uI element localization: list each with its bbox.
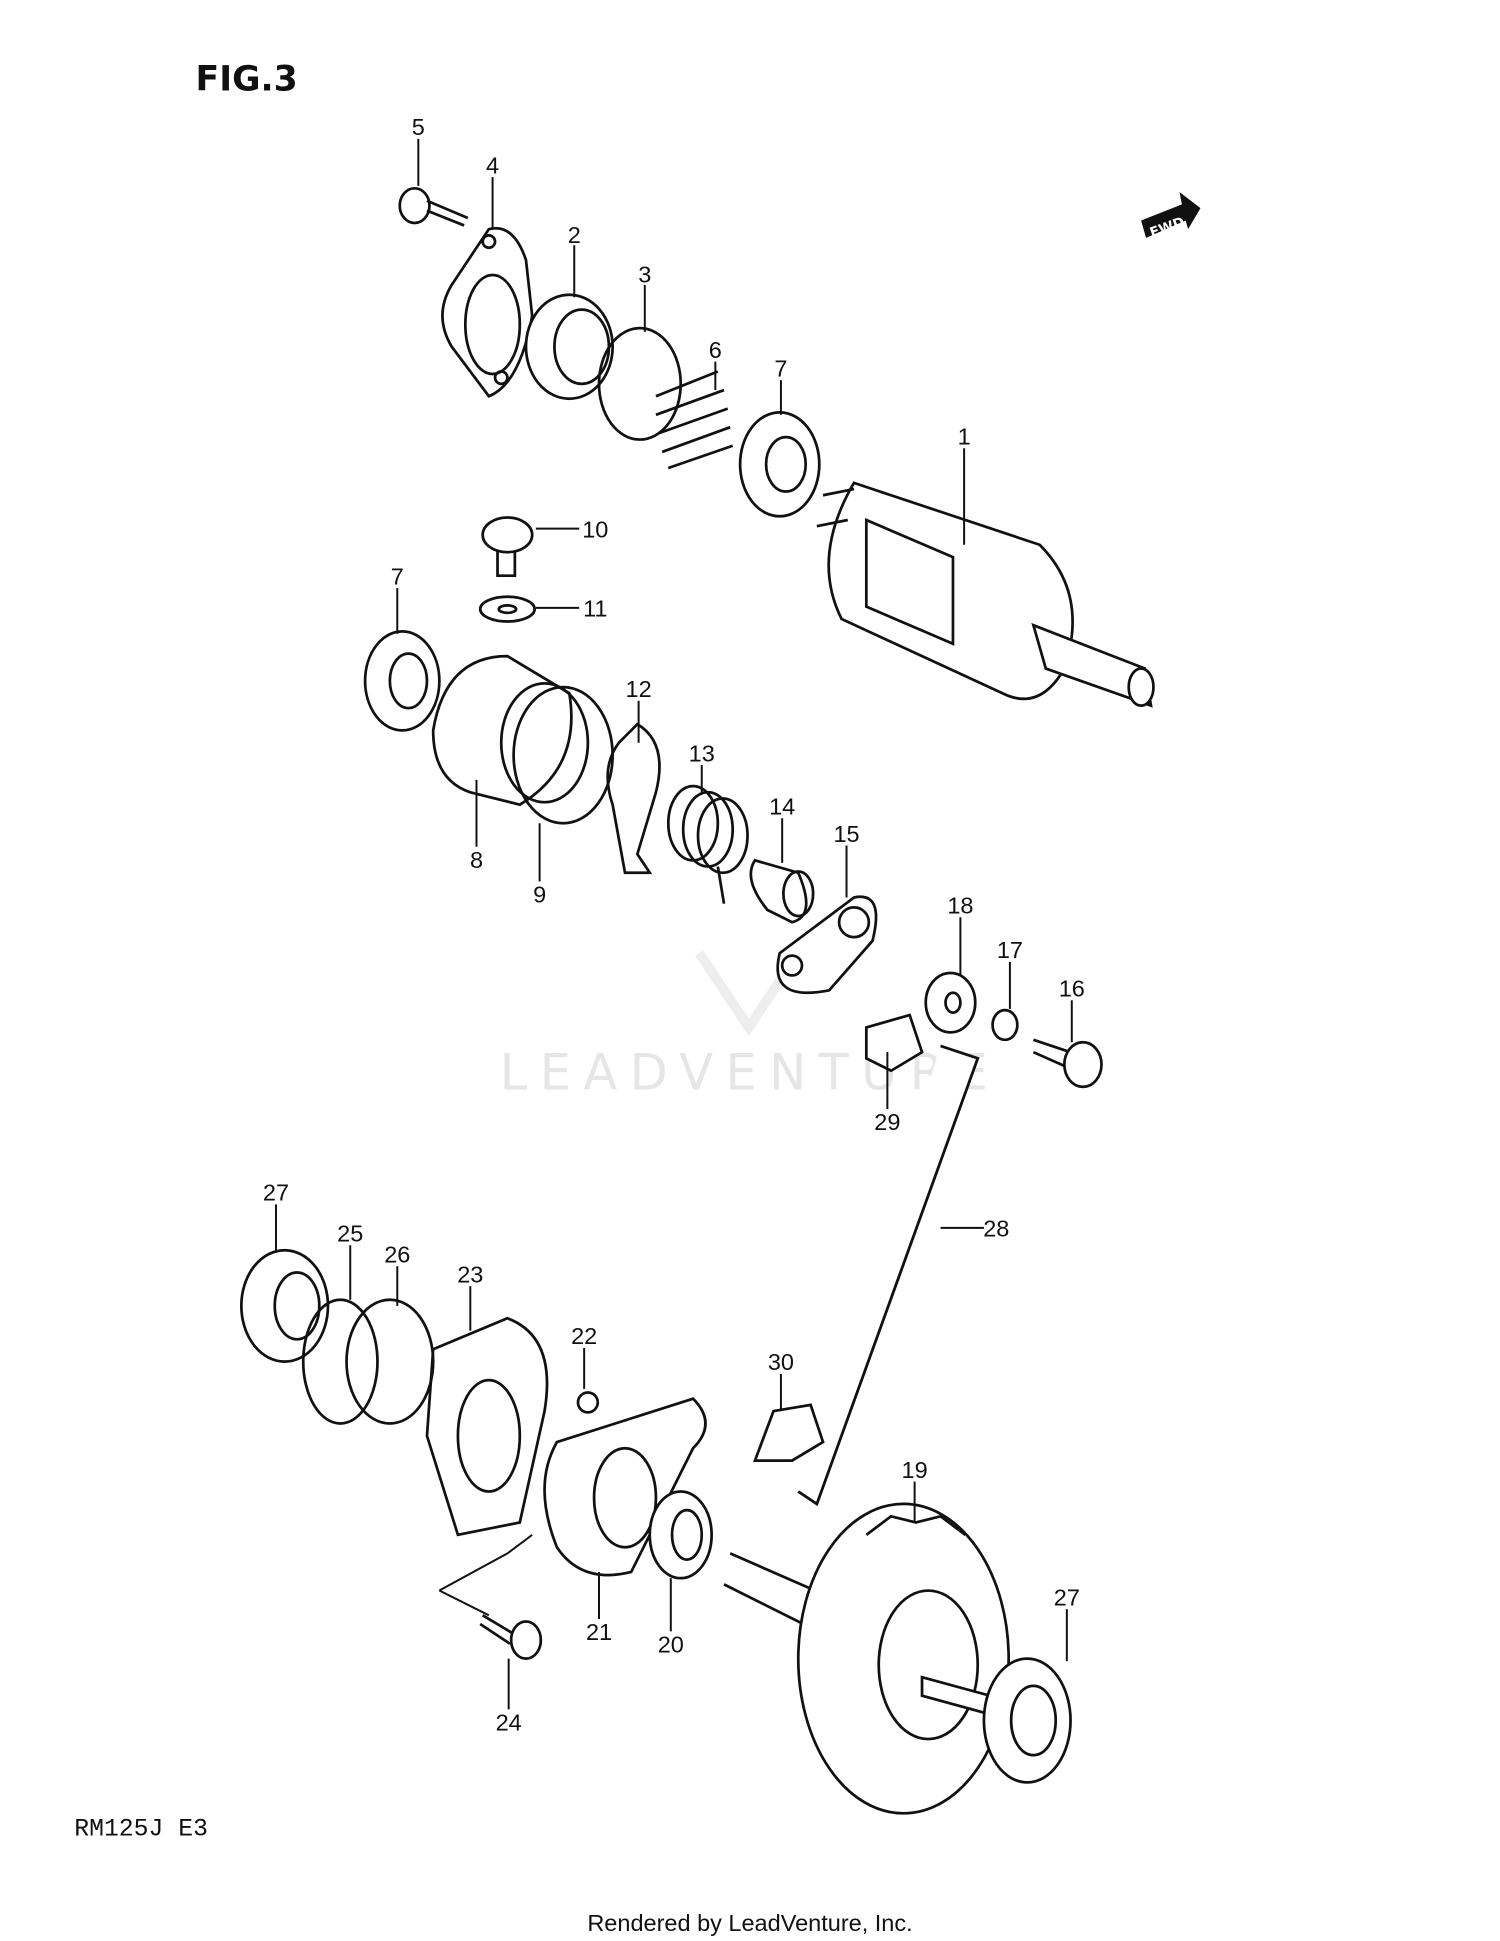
part-bolt-10 [481, 516, 534, 578]
part-spring-13 [666, 784, 749, 904]
part-ball-22 [576, 1391, 600, 1414]
forward-arrow-icon: FWD [1141, 192, 1201, 241]
part-clip-30 [752, 1403, 825, 1462]
callout-6: 6 [709, 337, 722, 363]
callout-5: 5 [412, 114, 425, 140]
callout-15: 15 [833, 821, 859, 847]
callout-19: 19 [902, 1457, 928, 1483]
part-bolt-5 [398, 186, 469, 227]
part-bearing-27-right [982, 1657, 1072, 1784]
part-washer-17 [991, 1008, 1019, 1042]
callout-8: 8 [470, 847, 483, 873]
callout-4: 4 [486, 152, 499, 178]
part-seal-2 [524, 293, 614, 401]
part-kick-gear-19 [723, 1502, 1011, 1815]
part-screw-24 [438, 1534, 543, 1660]
part-lever-15 [776, 895, 878, 995]
callout-7: 7 [774, 355, 787, 381]
part-washer-20 [648, 1490, 713, 1580]
footer-credit: Rendered by LeadVenture, Inc. [587, 1910, 912, 1936]
figure-title: FIG.3 [196, 60, 298, 100]
part-spring-6 [655, 370, 734, 470]
callout-30: 30 [768, 1349, 794, 1375]
part-plate-12 [606, 722, 661, 875]
callout-27b: 27 [1054, 1584, 1080, 1610]
callout-21: 21 [586, 1619, 612, 1645]
part-o-ring-3 [597, 326, 683, 441]
callout-17: 17 [997, 937, 1023, 963]
callout-18: 18 [947, 893, 973, 919]
part-o-ring-26 [345, 1298, 435, 1425]
callout-14: 14 [769, 794, 795, 820]
callout-2: 2 [568, 222, 581, 248]
callout-7b: 7 [391, 563, 404, 589]
part-gasket-4 [441, 226, 534, 398]
part-housing-8 [431, 654, 590, 807]
callout-13: 13 [689, 740, 715, 766]
callout-11: 11 [583, 596, 607, 622]
callout-23: 23 [457, 1261, 483, 1287]
part-bearing-27-left [239, 1248, 330, 1363]
part-bearing-7-mid [363, 630, 441, 732]
callout-3: 3 [638, 261, 651, 287]
part-washer-18 [924, 971, 977, 1034]
callout-16: 16 [1059, 975, 1085, 1001]
part-bolt-16 [1032, 1038, 1103, 1089]
part-clip-29 [864, 1013, 924, 1073]
part-bearing-7-top [738, 410, 821, 518]
callout-20: 20 [658, 1631, 684, 1657]
part-rod-28 [797, 1044, 980, 1507]
callout-25: 25 [337, 1221, 363, 1247]
part-washer-11 [478, 595, 537, 623]
watermark: LEADVENTURE [500, 1043, 1000, 1101]
part-guide-21 [543, 1397, 707, 1577]
callout-22: 22 [571, 1323, 597, 1349]
leader-lines [275, 138, 1073, 1710]
part-drum-1 [816, 481, 1155, 708]
callout-10: 10 [582, 516, 608, 542]
part-gasket-23 [425, 1316, 549, 1537]
callout-26: 26 [384, 1242, 410, 1268]
callout-12: 12 [626, 676, 652, 702]
callout-27: 27 [263, 1180, 289, 1206]
callout-29: 29 [874, 1109, 900, 1135]
part-circlip-25 [301, 1298, 379, 1425]
model-code: RM125J E3 [74, 1816, 208, 1844]
callout-9: 9 [533, 881, 546, 907]
callout-24: 24 [496, 1709, 522, 1735]
part-collar-14 [749, 858, 815, 924]
callout-28: 28 [983, 1216, 1009, 1242]
callout-1: 1 [958, 424, 971, 450]
